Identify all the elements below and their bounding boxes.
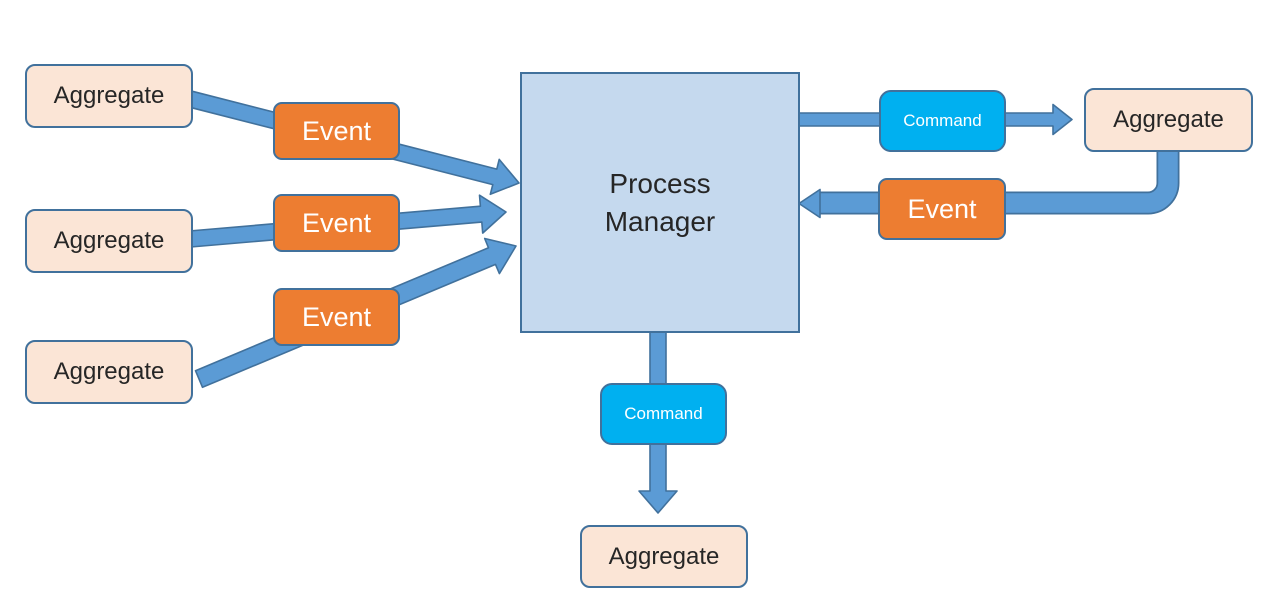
arrow-aggregate-right-to-process-manager-track [820, 150, 1178, 213]
event-node: Event [878, 178, 1006, 240]
aggregate-label: Aggregate [53, 227, 165, 254]
aggregate-node: Aggregate [25, 340, 193, 404]
event-node: Event [273, 194, 400, 252]
command-node: Command [879, 90, 1006, 152]
command-node: Command [600, 383, 727, 445]
aggregate-node: Aggregate [25, 209, 193, 273]
process-manager-label: Process Manager [604, 167, 716, 237]
event-node: Event [273, 288, 400, 346]
aggregate-label: Aggregate [53, 358, 165, 385]
aggregate-label: Aggregate [53, 82, 165, 109]
aggregate-label: Aggregate [608, 542, 720, 570]
event-label: Event [301, 115, 372, 146]
command-label: Command [624, 404, 703, 423]
event-label: Event [907, 193, 977, 224]
event-label: Event [301, 301, 372, 332]
arrow-aggregate-right-to-process-manager-head [798, 188, 821, 219]
aggregate-node: Aggregate [1084, 88, 1253, 152]
command-label: Command [903, 111, 982, 130]
aggregate-node: Aggregate [25, 64, 193, 128]
process-manager-node: Process Manager [520, 72, 800, 333]
event-label: Event [301, 207, 372, 238]
aggregate-node: Aggregate [580, 525, 748, 588]
event-node: Event [273, 102, 400, 160]
aggregate-label: Aggregate [1113, 106, 1224, 133]
